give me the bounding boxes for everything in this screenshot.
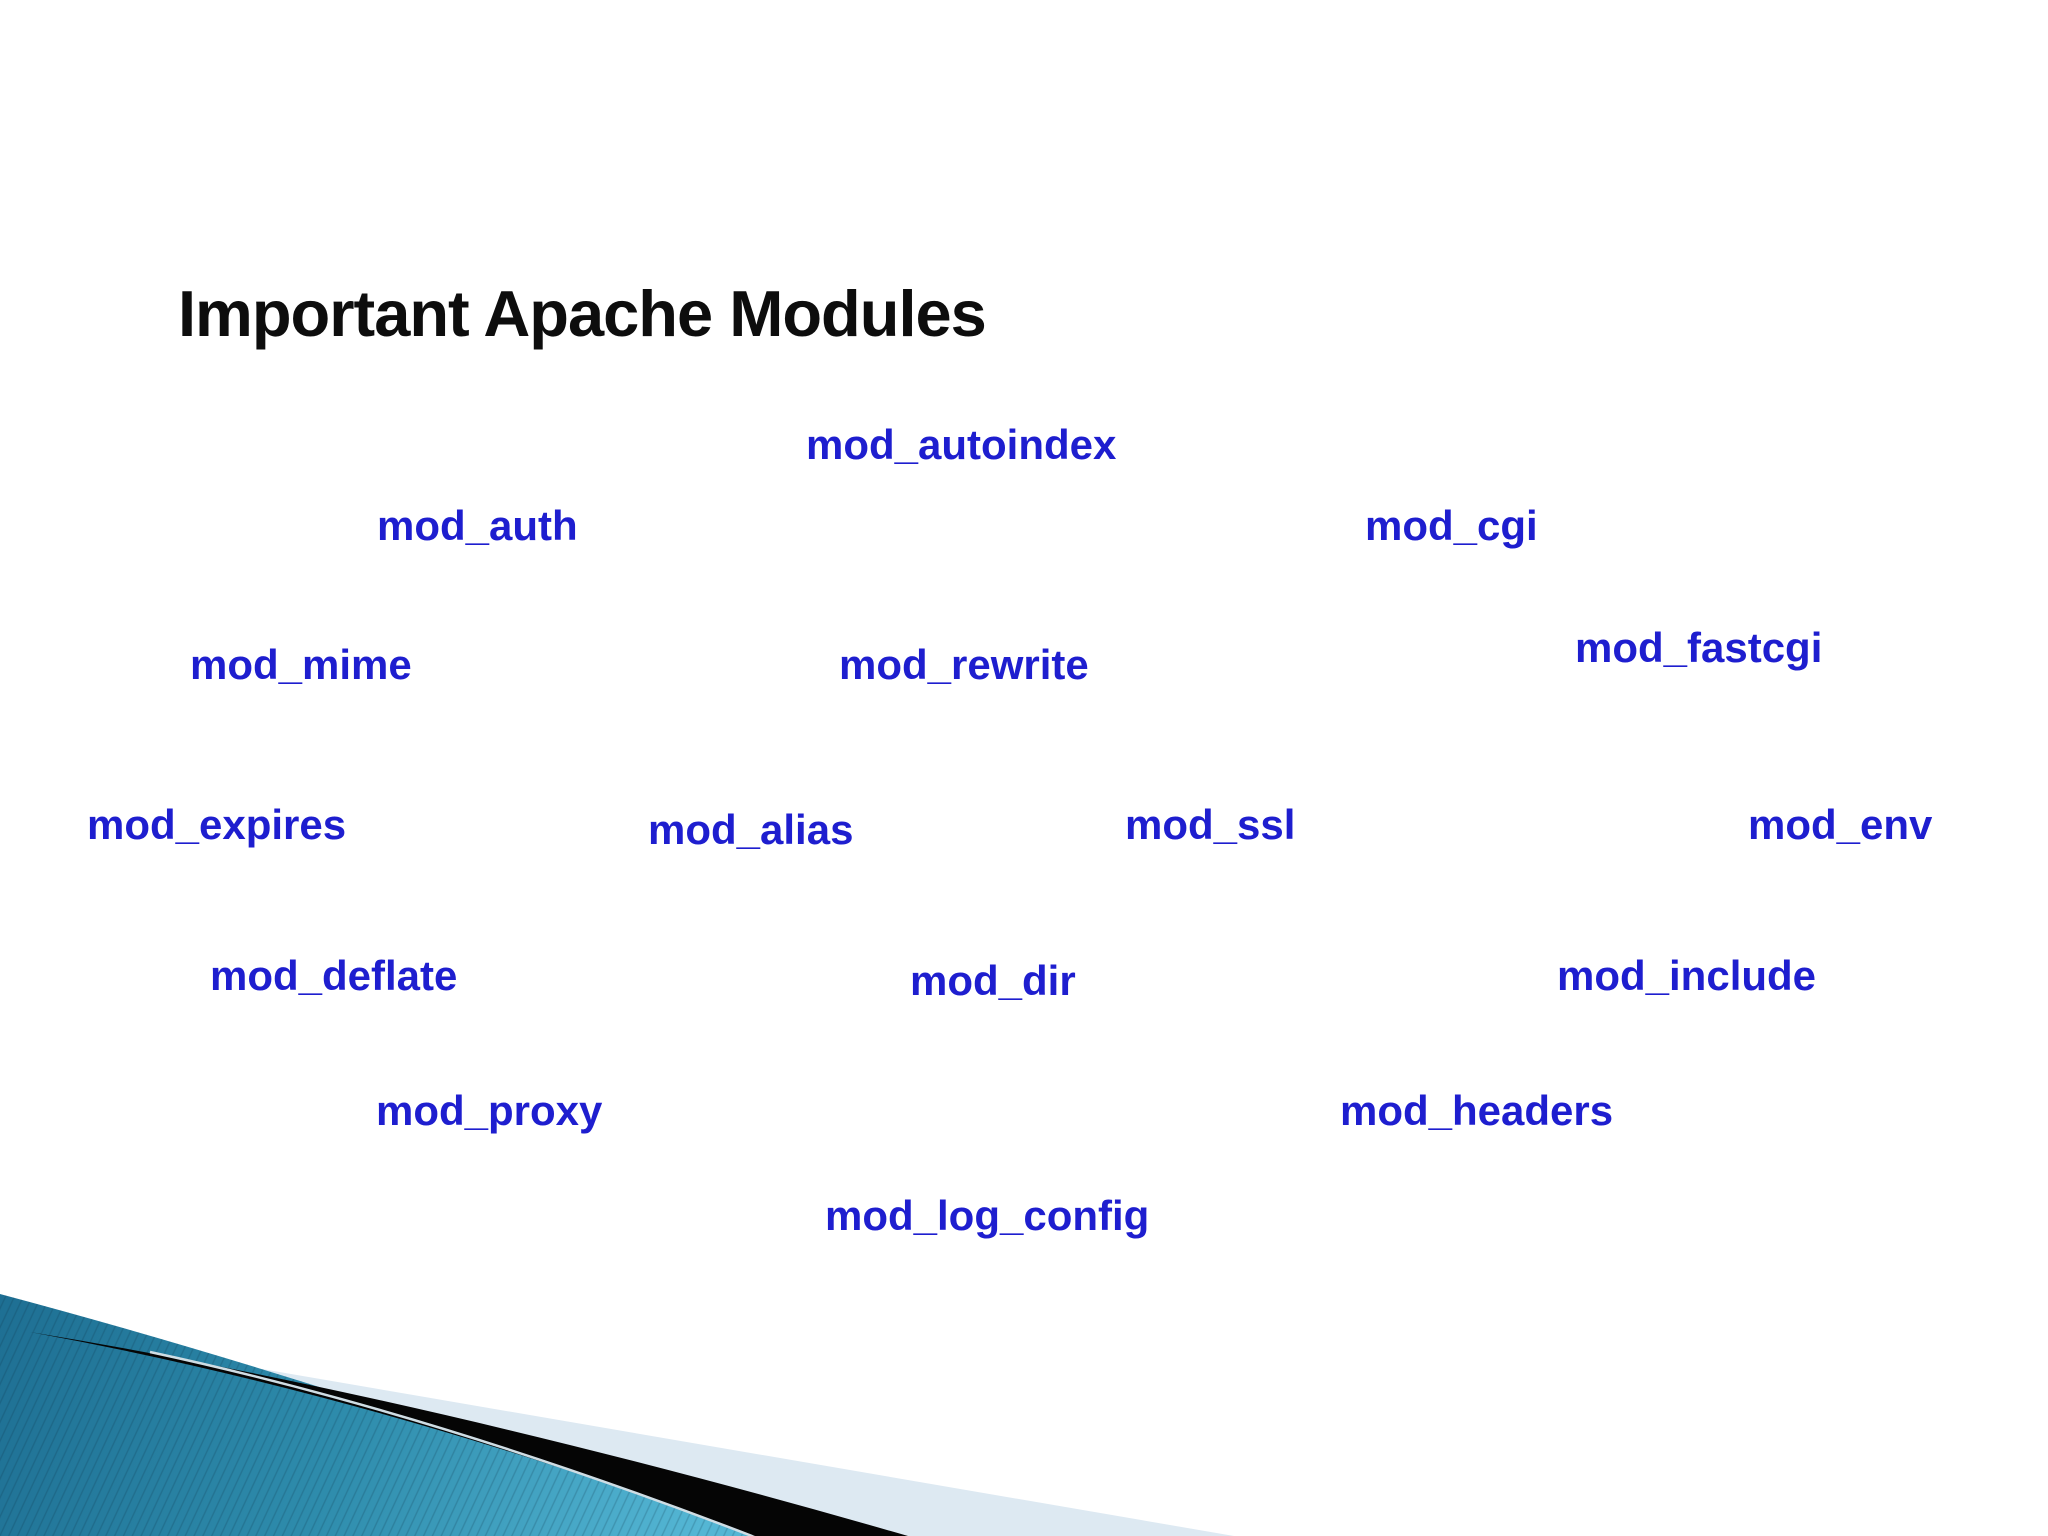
module-label: mod_log_config [825,1192,1150,1239]
pale-blue-ribbon [0,1324,1234,1536]
module-label: mod_ssl [1125,801,1296,848]
module-label: mod_alias [648,806,854,853]
module-label: mod_dir [910,957,1076,1004]
module-label: mod_autoindex [806,421,1117,468]
module-label: mod_cgi [1365,502,1538,549]
module-label: mod_rewrite [839,641,1089,688]
module-label: mod_auth [377,502,578,549]
module-label: mod_proxy [376,1087,603,1134]
module-label: mod_mime [190,641,412,688]
ribbon-separator-line [149,1350,753,1536]
teal-ribbon [0,1294,752,1536]
module-label: mod_fastcgi [1575,624,1823,671]
module-label: mod_expires [87,801,347,848]
module-label: mod_env [1748,801,1933,848]
module-label: mod_deflate [210,952,458,999]
module-label: mod_headers [1340,1087,1614,1134]
module-label: mod_include [1557,952,1817,999]
black-ribbon [30,1332,908,1536]
slide-title: Important Apache Modules [178,277,987,350]
teal-ribbon-texture [0,1294,752,1536]
